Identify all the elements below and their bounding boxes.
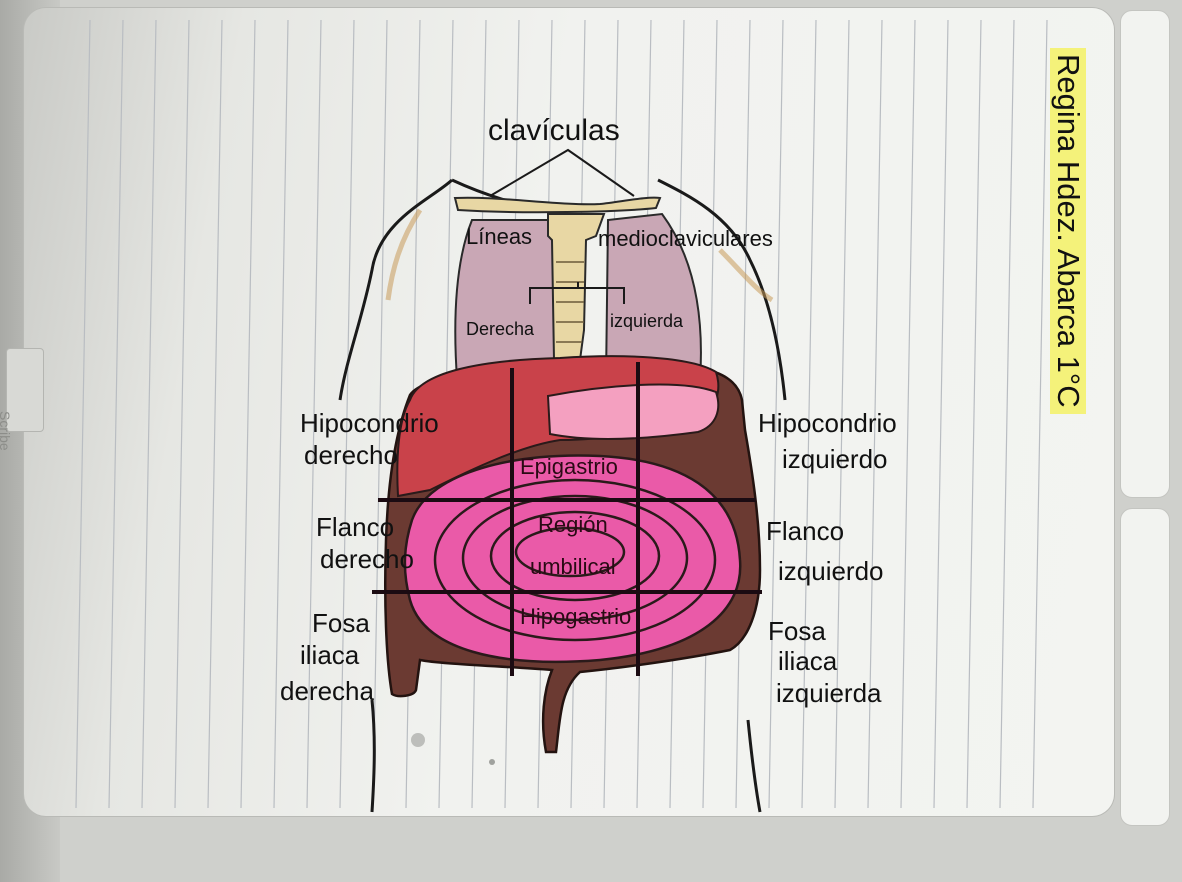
label-midclavicular: medioclaviculares	[598, 228, 773, 250]
label-epigastrio: Epigastrio	[520, 456, 618, 478]
ruled-line	[934, 20, 948, 808]
ruled-line	[901, 20, 915, 808]
label-flanco-der-2: derecho	[320, 546, 414, 572]
label-fosa-izq-2: iliaca	[778, 648, 837, 674]
label-flanco-der-1: Flanco	[316, 514, 394, 540]
label-fosa-izq-1: Fosa	[768, 618, 826, 644]
label-left-lung: izquierda	[610, 312, 683, 330]
ruled-line	[241, 20, 255, 808]
clavicle-bar	[455, 198, 660, 213]
label-right-lung: Derecha	[466, 320, 534, 338]
stomach	[548, 384, 718, 439]
ruled-line	[76, 20, 90, 808]
label-fosa-der-1: Fosa	[312, 610, 370, 636]
ruled-line	[175, 20, 189, 808]
label-fosa-izq-3: izquierda	[776, 680, 882, 706]
label-umbilical-1: Región	[538, 514, 608, 536]
ruled-line	[208, 20, 222, 808]
label-hipocondrio-der-1: Hipocondrio	[300, 410, 439, 436]
author-name: Regina Hdez. Abarca 1°C	[1050, 48, 1086, 414]
ruled-line	[1033, 20, 1047, 808]
label-hipocondrio-izq-1: Hipocondrio	[758, 410, 897, 436]
label-umbilical-2: umbilical	[530, 556, 616, 578]
label-flanco-izq-1: Flanco	[766, 518, 844, 544]
label-hipogastrio: Hipogastrio	[520, 606, 631, 628]
label-flanco-izq-2: izquierdo	[778, 558, 884, 584]
ruled-line	[109, 20, 123, 808]
clavicle-pointer	[490, 150, 634, 196]
label-fosa-der-2: iliaca	[300, 642, 359, 668]
label-hipocondrio-der-2: derecho	[304, 442, 398, 468]
label-clavicles: clavículas	[488, 116, 620, 146]
label-lines: Líneas	[466, 226, 532, 248]
label-hipocondrio-izq-2: izquierdo	[782, 446, 888, 472]
ruled-line	[1000, 20, 1014, 808]
ruled-line	[967, 20, 981, 808]
ruled-line	[142, 20, 156, 808]
label-fosa-der-3: derecha	[280, 678, 374, 704]
